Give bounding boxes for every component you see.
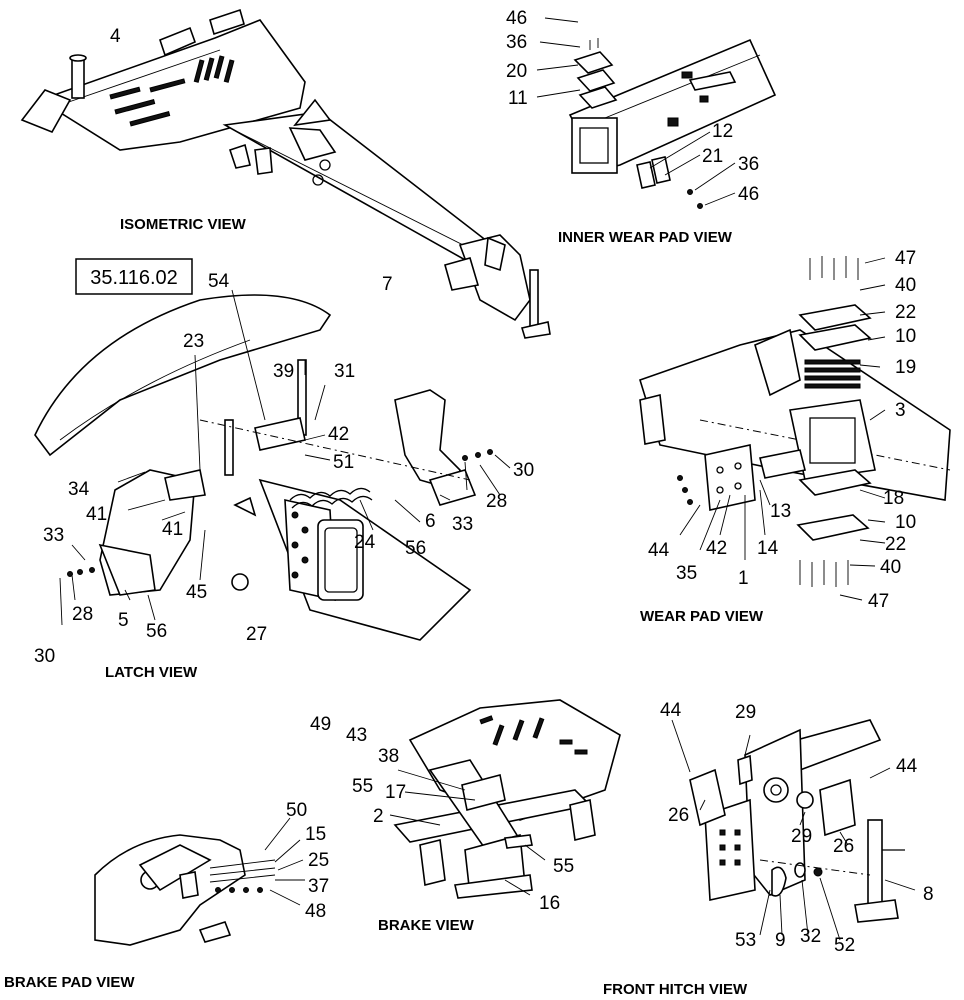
callout-label: 23 bbox=[183, 331, 204, 352]
callout-label: 24 bbox=[354, 532, 376, 553]
callout-label: 37 bbox=[308, 876, 329, 897]
callout-label: 14 bbox=[757, 538, 779, 559]
callout-label: 25 bbox=[308, 850, 329, 871]
callout-label: 42 bbox=[706, 538, 727, 559]
callout-label: 52 bbox=[834, 935, 855, 956]
callout-label: 11 bbox=[508, 88, 528, 109]
callout-label: 8 bbox=[923, 884, 934, 905]
callout-label: 18 bbox=[883, 488, 904, 509]
callout-label: 44 bbox=[660, 700, 682, 721]
callout-label: 46 bbox=[738, 184, 759, 205]
wear-pad-drawing bbox=[639, 256, 951, 601]
callout-label: 40 bbox=[895, 275, 916, 296]
callout-label: 10 bbox=[895, 512, 916, 533]
callout-label: 9 bbox=[775, 930, 786, 951]
callout-label: 5 bbox=[118, 610, 129, 631]
callout-label: 36 bbox=[506, 32, 527, 53]
callout-label: 36 bbox=[738, 154, 759, 175]
callout-label: 10 bbox=[895, 326, 916, 347]
brake-view-drawing bbox=[389, 699, 621, 899]
callout-label: 53 bbox=[735, 930, 756, 951]
inner-wear-pad-view-title: INNER WEAR PAD VIEW bbox=[558, 229, 733, 246]
wear-pad-view-title: WEAR PAD VIEW bbox=[640, 608, 764, 625]
callout-label: 32 bbox=[800, 926, 821, 947]
callout-label: 56 bbox=[405, 538, 426, 559]
brake-pad-view-title: BRAKE PAD VIEW bbox=[4, 974, 135, 991]
callout-label: 56 bbox=[146, 621, 167, 642]
callout-label: 27 bbox=[246, 624, 267, 645]
callout-label: 22 bbox=[885, 534, 906, 555]
callout-label: 51 bbox=[333, 452, 354, 473]
callout-label: 33 bbox=[43, 525, 64, 546]
callout-label: 49 bbox=[310, 714, 331, 735]
latch-view-title: LATCH VIEW bbox=[105, 664, 198, 681]
callout-label: 46 bbox=[506, 8, 527, 29]
callout-label: 1 bbox=[738, 568, 749, 589]
callout-label: 47 bbox=[868, 591, 889, 612]
callout-label: 44 bbox=[896, 756, 918, 777]
callout-label: 30 bbox=[34, 646, 55, 667]
callout-label: 21 bbox=[702, 146, 723, 167]
callout-label: 30 bbox=[513, 460, 534, 481]
callout-label: 50 bbox=[286, 800, 307, 821]
callout-label: 33 bbox=[452, 514, 473, 535]
callout-label: 40 bbox=[880, 557, 901, 578]
callout-label: 16 bbox=[539, 893, 560, 914]
callout-label: 26 bbox=[833, 836, 854, 857]
front-hitch-view-title: FRONT HITCH VIEW bbox=[603, 981, 748, 998]
callout-label: 54 bbox=[208, 271, 230, 292]
callout-label: 55 bbox=[553, 856, 574, 877]
front-hitch-drawing bbox=[671, 719, 916, 941]
callout-label: 7 bbox=[382, 274, 393, 295]
callout-label: 43 bbox=[346, 725, 367, 746]
callout-label: 42 bbox=[328, 424, 349, 445]
callout-label: 22 bbox=[895, 302, 916, 323]
brake-pad-drawing bbox=[94, 817, 305, 946]
callout-label: 12 bbox=[712, 121, 733, 142]
callout-label: 4 bbox=[110, 26, 121, 47]
callout-label: 48 bbox=[305, 901, 326, 922]
callout-label: 41 bbox=[162, 519, 183, 540]
callout-label: 39 bbox=[273, 361, 294, 382]
callout-label: 28 bbox=[486, 491, 507, 512]
brake-view-title: BRAKE VIEW bbox=[378, 917, 475, 934]
isometric-view-title: ISOMETRIC VIEW bbox=[120, 216, 247, 233]
callout-label: 29 bbox=[791, 826, 812, 847]
callout-label: 31 bbox=[334, 361, 355, 382]
callout-label: 55 bbox=[352, 776, 373, 797]
callout-label: 20 bbox=[506, 61, 527, 82]
latch-view-drawing bbox=[34, 289, 511, 641]
callout-label: 2 bbox=[373, 806, 384, 827]
callout-label: 15 bbox=[305, 824, 326, 845]
callout-label: 13 bbox=[770, 501, 791, 522]
callout-label: 35 bbox=[676, 563, 697, 584]
callout-label: 34 bbox=[68, 479, 90, 500]
callout-label: 6 bbox=[425, 511, 436, 532]
callout-label: 38 bbox=[378, 746, 399, 767]
callout-label: 19 bbox=[895, 357, 916, 378]
reference-box-text: 35.116.02 bbox=[90, 267, 178, 289]
callout-label: 41 bbox=[86, 504, 107, 525]
reference-box bbox=[75, 258, 193, 295]
callout-label: 44 bbox=[648, 540, 670, 561]
callout-label: 26 bbox=[668, 805, 689, 826]
callout-label: 3 bbox=[895, 400, 906, 421]
callout-label: 29 bbox=[735, 702, 756, 723]
callout-label: 28 bbox=[72, 604, 93, 625]
inner-wear-pad-drawing bbox=[536, 17, 777, 209]
callout-label: 47 bbox=[895, 248, 916, 269]
callout-label: 17 bbox=[385, 782, 406, 803]
callout-label: 45 bbox=[186, 582, 207, 603]
isometric-view-drawing bbox=[20, 8, 551, 339]
